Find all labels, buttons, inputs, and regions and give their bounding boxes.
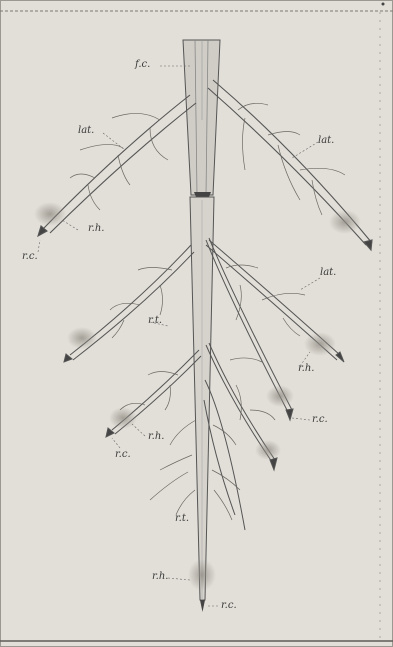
- label-rc-lower-left: r.c.: [115, 450, 131, 460]
- label-rh-lower-left: r.h.: [148, 432, 164, 442]
- main-root: [183, 40, 220, 612]
- label-rh-middle-right: r.h.: [298, 364, 314, 374]
- label-rc-upper-left: r.c.: [22, 252, 38, 262]
- label-lat-upper-right: lat.: [318, 136, 334, 146]
- label-rt-lower: r.t.: [175, 514, 189, 524]
- label-fc: f.c.: [135, 60, 150, 70]
- label-rc-tip: r.c.: [221, 601, 237, 611]
- label-rh-upper-left: r.h.: [88, 224, 104, 234]
- label-rh-tip: r.h.: [152, 572, 168, 582]
- label-lat-middle-right: lat.: [320, 268, 336, 278]
- label-rt-middle: r.t.: [148, 316, 162, 326]
- label-lat-upper-left: lat.: [78, 126, 94, 136]
- label-rc-middle-right: r.c.: [312, 415, 328, 425]
